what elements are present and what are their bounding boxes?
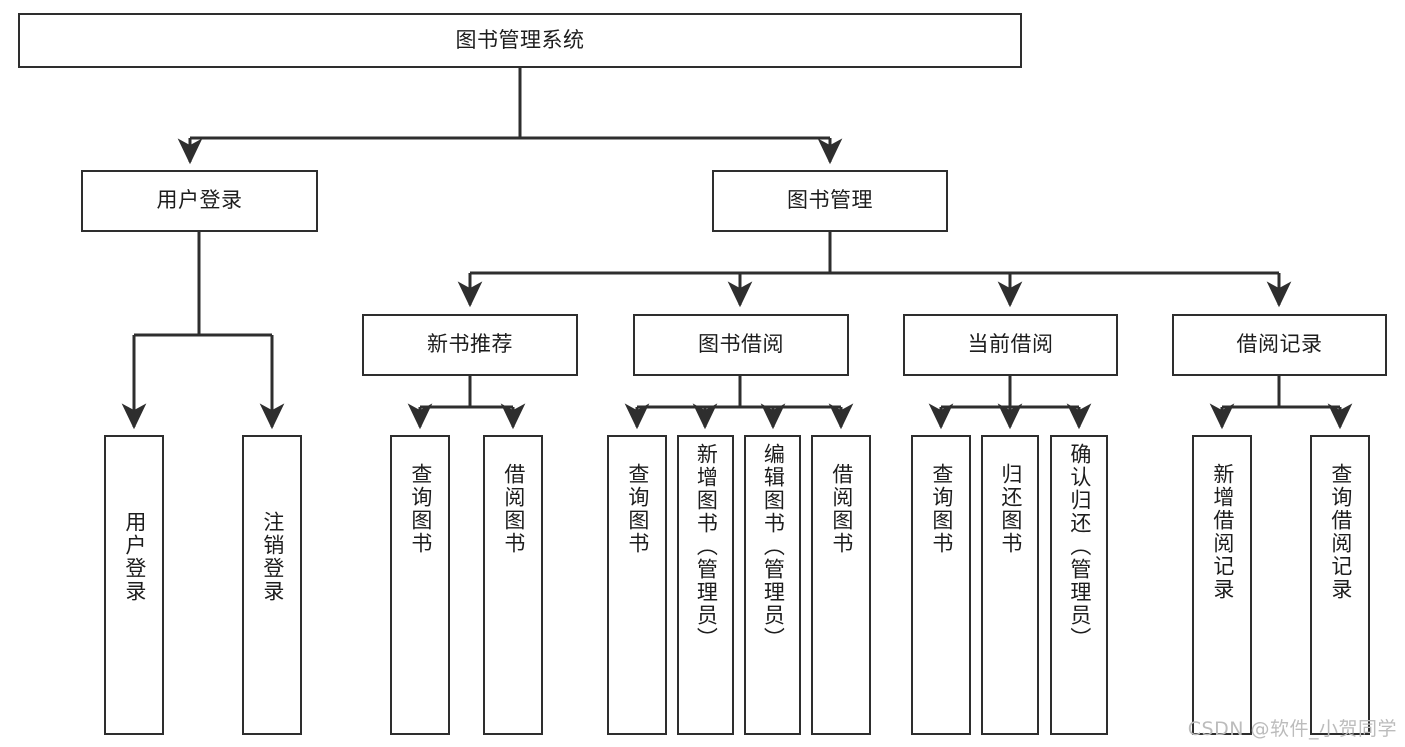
node-label: 当前借阅 — [967, 332, 1054, 357]
leaf-user-logout[interactable]: 注销登录 — [242, 435, 302, 735]
node-label: 用户登录 — [122, 511, 147, 603]
node-label: 借阅记录 — [1236, 332, 1323, 357]
node-label: 查询图书 — [408, 463, 433, 555]
node-new-book-recommend[interactable]: 新书推荐 — [362, 314, 578, 376]
leaf-edit-book-admin[interactable]: 编辑图书（管理员） — [744, 435, 801, 735]
node-label: 确认归还（管理员） — [1067, 443, 1092, 650]
node-label: 编辑图书（管理员） — [761, 443, 786, 650]
node-borrow-record[interactable]: 借阅记录 — [1172, 314, 1387, 376]
node-user-login[interactable]: 用户登录 — [81, 170, 318, 232]
leaf-add-book-admin[interactable]: 新增图书（管理员） — [677, 435, 734, 735]
leaf-borrow-book-recommend[interactable]: 借阅图书 — [483, 435, 543, 735]
node-label: 查询借阅记录 — [1328, 463, 1353, 601]
node-book-borrow[interactable]: 图书借阅 — [633, 314, 849, 376]
node-label: 借阅图书 — [501, 463, 526, 555]
leaf-borrow-book-borrow[interactable]: 借阅图书 — [811, 435, 871, 735]
leaf-user-login[interactable]: 用户登录 — [104, 435, 164, 735]
node-label: 查询图书 — [929, 463, 954, 555]
node-label: 新书推荐 — [427, 332, 513, 357]
node-label: 图书管理 — [787, 188, 873, 213]
node-root-system[interactable]: 图书管理系统 — [18, 13, 1022, 68]
leaf-confirm-return-admin[interactable]: 确认归还（管理员） — [1050, 435, 1108, 735]
leaf-query-book-current[interactable]: 查询图书 — [911, 435, 971, 735]
leaf-add-borrow-record[interactable]: 新增借阅记录 — [1192, 435, 1252, 735]
leaf-return-book[interactable]: 归还图书 — [981, 435, 1039, 735]
node-label: 归还图书 — [998, 463, 1023, 555]
watermark: CSDN @软件_小贺同学 — [1187, 718, 1397, 740]
node-label: 新增借阅记录 — [1210, 463, 1235, 601]
node-label: 注销登录 — [260, 511, 285, 603]
node-label: 用户登录 — [156, 188, 243, 213]
leaf-query-book-recommend[interactable]: 查询图书 — [390, 435, 450, 735]
leaf-query-book-borrow[interactable]: 查询图书 — [607, 435, 667, 735]
node-label: 图书管理系统 — [455, 27, 585, 52]
leaf-query-borrow-record[interactable]: 查询借阅记录 — [1310, 435, 1370, 735]
node-current-borrow[interactable]: 当前借阅 — [903, 314, 1118, 376]
node-label: 图书借阅 — [698, 332, 784, 357]
node-label: 查询图书 — [625, 463, 650, 555]
node-label: 借阅图书 — [829, 463, 854, 555]
node-label: 新增图书（管理员） — [694, 443, 719, 650]
node-book-management[interactable]: 图书管理 — [712, 170, 948, 232]
